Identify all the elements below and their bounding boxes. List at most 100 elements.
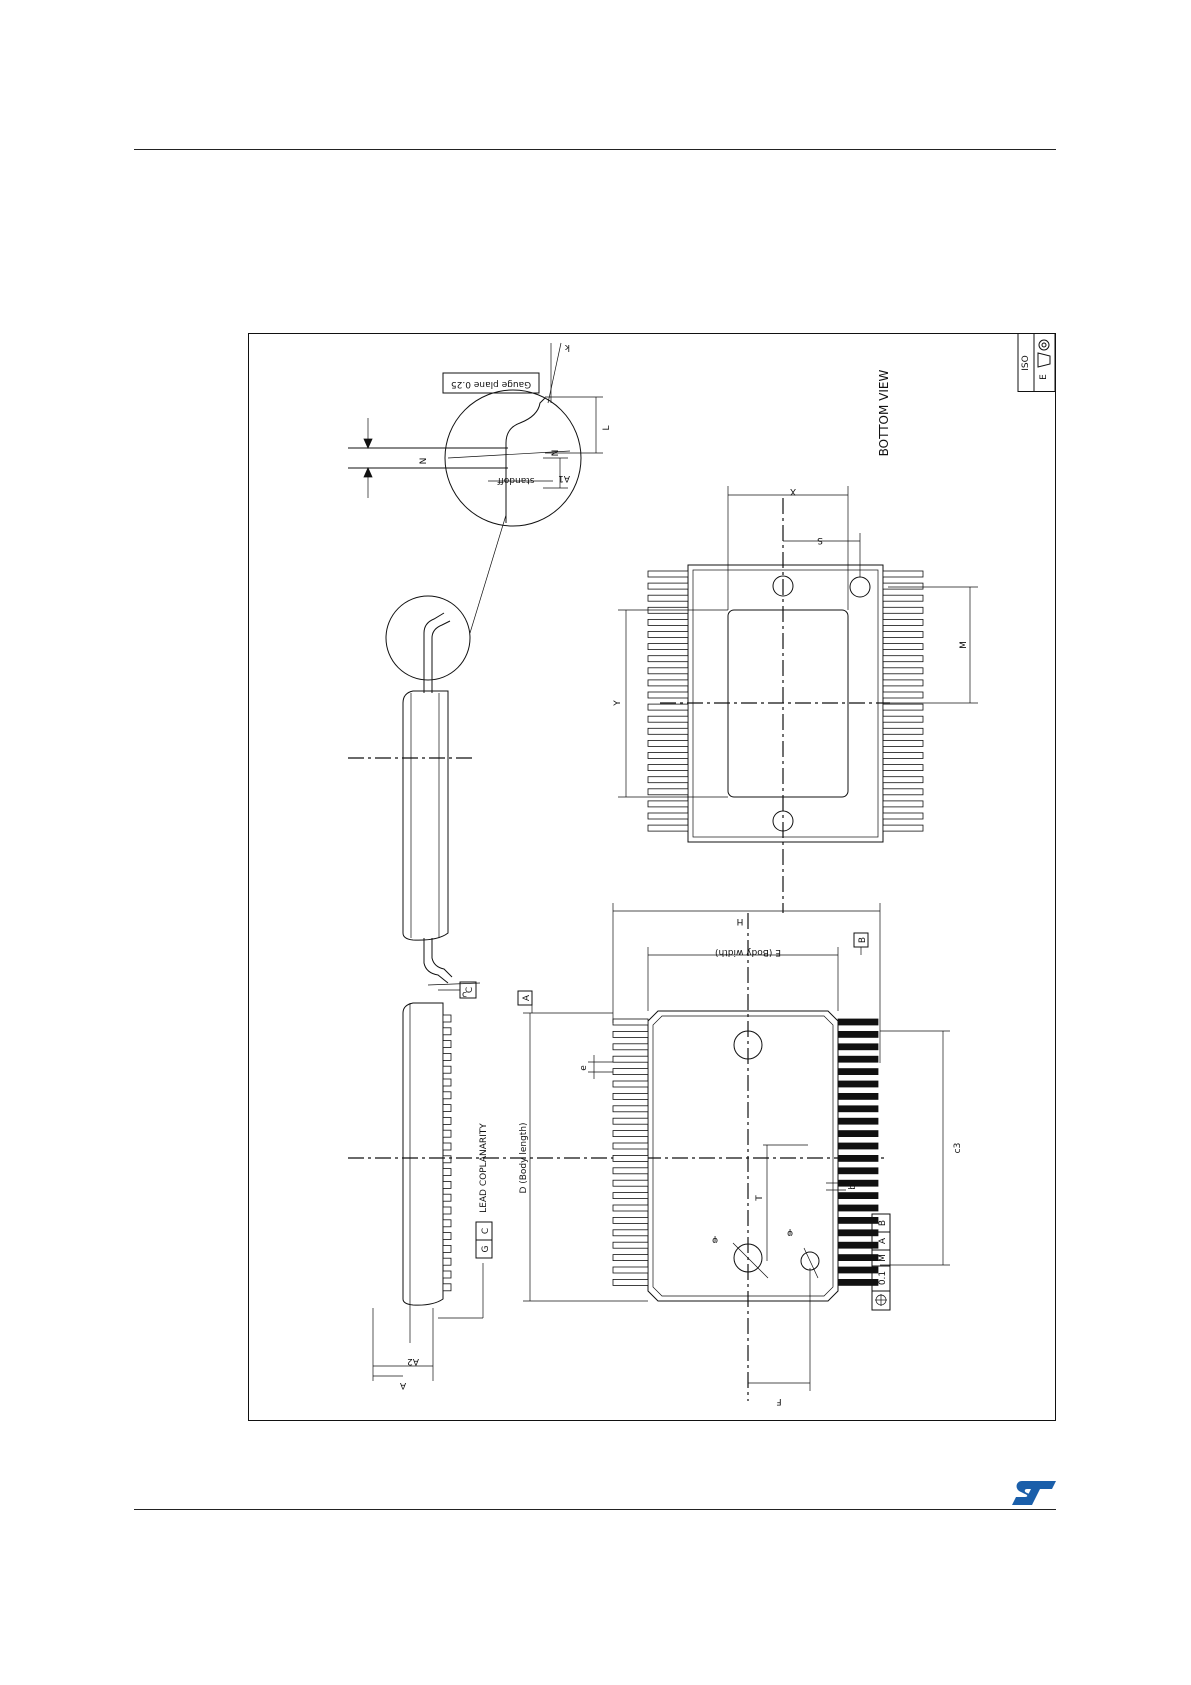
top-view-lead [613, 1019, 648, 1025]
side-view-lead [443, 1258, 451, 1265]
dim-d-label: D (Body length) [519, 1122, 529, 1193]
bottom-view-lead [648, 740, 688, 746]
side-view-lead [443, 1284, 451, 1291]
bottom-view-lead [883, 680, 923, 686]
dim-k-label: k [564, 342, 570, 352]
dim-a2-label: A2 [407, 1356, 419, 1366]
bottom-view-lead [648, 680, 688, 686]
dim-a-label: A [399, 1380, 406, 1390]
top-view-lead [613, 1205, 648, 1211]
top-view-lead [613, 1155, 648, 1161]
side-view-lead [443, 1207, 451, 1214]
ref-a-label: A [522, 994, 532, 1001]
bottom-view-lead [648, 789, 688, 795]
bottom-view-lead [648, 777, 688, 783]
dim-a1-label: A1 [558, 473, 570, 483]
position-tolerance-frame: 0.1 M A B [872, 1214, 890, 1310]
bottom-view-lead [883, 619, 923, 625]
top-view-lead [613, 1168, 648, 1174]
bottom-view-lead [883, 583, 923, 589]
side-view-lead [443, 1169, 451, 1176]
footer-rule [134, 1509, 1056, 1510]
side-view-lead [443, 1105, 451, 1112]
bottom-view-lead [883, 644, 923, 650]
bottom-view-lead [883, 607, 923, 613]
tol-b: B [878, 1220, 888, 1226]
bottom-view-lead [648, 825, 688, 831]
bottom-view-lead [648, 704, 688, 710]
top-view-lead [838, 1093, 878, 1099]
bottom-view-lead [883, 813, 923, 819]
coplanarity-g: G [481, 1245, 491, 1252]
bottom-view-lead [648, 753, 688, 759]
side-view-lead [443, 1156, 451, 1163]
phi-a-label: φ [712, 1235, 718, 1245]
dim-c3-label: c3 [953, 1143, 963, 1154]
bottom-view-lead [883, 789, 923, 795]
bottom-view-lead [883, 692, 923, 698]
iso-label: ISO [1021, 355, 1031, 370]
bottom-view-lead [648, 595, 688, 601]
top-view-lead [613, 1143, 648, 1149]
top-view-lead [838, 1131, 878, 1137]
side-view-lead [443, 1233, 451, 1240]
top-view-lead [838, 1205, 878, 1211]
side-view-lead [443, 1271, 451, 1278]
top-view-lead [838, 1019, 878, 1025]
top-view-lead [838, 1168, 878, 1174]
dim-e-label: E (Body width) [715, 947, 781, 957]
ref-b-label: B [858, 937, 868, 943]
side-view-lead [443, 1066, 451, 1073]
side-view-lead [443, 1028, 451, 1035]
top-view-lead [838, 1069, 878, 1075]
top-view-lead [613, 1056, 648, 1062]
top-view-lead [838, 1193, 878, 1199]
detail-view-gauge: N N standoff A1 L k Gauge plane 0.25 [348, 342, 612, 526]
dim-b-label: b [848, 1184, 858, 1190]
tol-a: A [878, 1237, 888, 1244]
dim-n-left: N [419, 458, 429, 465]
bottom-view-lead [648, 728, 688, 734]
side-view-lead [443, 1143, 451, 1150]
top-view-lead [838, 1143, 878, 1149]
top-view-lead [613, 1081, 648, 1087]
bottom-view-lead [648, 571, 688, 577]
bottom-view-lead [648, 716, 688, 722]
top-view-lead [613, 1279, 648, 1285]
dim-e-pitch-label: e [579, 1065, 589, 1071]
top-view-lead [613, 1118, 648, 1124]
coplanarity-c: C [481, 1228, 491, 1234]
bottom-view-lead [883, 740, 923, 746]
bottom-view-lead [648, 692, 688, 698]
side-view-lead [443, 1245, 451, 1252]
top-view: φ φ H E (Body width) B D (Body length) A… [518, 903, 963, 1406]
top-view-lead [613, 1031, 648, 1037]
bottom-view-lead [648, 619, 688, 625]
top-view-lead [613, 1267, 648, 1273]
gauge-plane-label: Gauge plane 0.25 [451, 379, 531, 389]
bottom-view-lead [648, 632, 688, 638]
tol-value: 0.1 [878, 1271, 888, 1285]
dim-l-label: L [602, 425, 612, 430]
projection-cone-icon [1038, 353, 1050, 367]
top-view-lead [613, 1193, 648, 1199]
top-view-lead [613, 1180, 648, 1186]
side-view-lead [443, 1015, 451, 1022]
bottom-view: X S Y M BOTTOM VIEW [613, 370, 978, 913]
bottom-view-lead [883, 801, 923, 807]
side-view-lead [443, 1053, 451, 1060]
top-view-lead [838, 1118, 878, 1124]
side-view-lead [443, 1092, 451, 1099]
bottom-view-lead [883, 656, 923, 662]
top-view-lead [838, 1081, 878, 1087]
dim-f-label: F [776, 1396, 781, 1406]
bottom-view-lead [883, 716, 923, 722]
bottom-view-lead [883, 753, 923, 759]
bottom-view-lead [883, 825, 923, 831]
iso-projection-block: ISO E [1018, 334, 1055, 392]
st-logo [1010, 1477, 1058, 1509]
top-view-lead [613, 1069, 648, 1075]
tol-m: M [878, 1254, 888, 1262]
dim-t-label: T [755, 1195, 765, 1202]
dim-x-label: X [790, 486, 796, 496]
